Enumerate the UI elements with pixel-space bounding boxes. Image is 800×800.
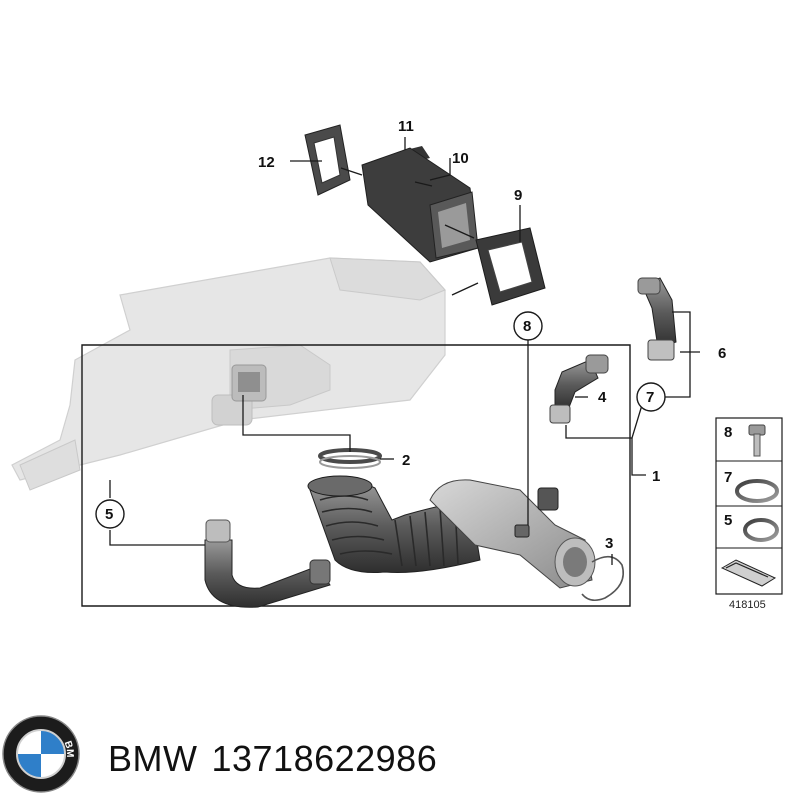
legend-o-ring-7 [735, 479, 779, 503]
bmw-logo: BMW [0, 0, 80, 793]
part-number: 13718622986 [211, 738, 438, 779]
callout-12: 12 [258, 154, 275, 171]
figure-number: 418105 [729, 599, 766, 611]
callout-6: 6 [718, 345, 726, 362]
callout-5: 5 [105, 506, 113, 523]
legend-row-2-label: 7 [724, 469, 732, 486]
callout-11: 11 [398, 118, 414, 135]
callout-7-circle [636, 382, 666, 412]
ghost-housing [11, 257, 446, 491]
part-caption: BMW 13718622986 [108, 738, 437, 780]
callout-9: 9 [514, 187, 522, 204]
callout-10: 10 [452, 150, 469, 167]
legend-row-3-label: 5 [724, 512, 732, 529]
legend-row-1-label: 8 [724, 424, 732, 441]
part-3-clip [581, 555, 624, 602]
part-12-seal [304, 124, 351, 196]
part-5-breather-hose [204, 519, 331, 608]
part-4-hose [549, 354, 609, 424]
callout-3: 3 [605, 535, 613, 552]
callout-7: 7 [646, 389, 654, 406]
legend-panel: 8 7 5 [715, 417, 783, 595]
callout-4: 4 [598, 389, 607, 406]
callout-5-circle [95, 499, 125, 529]
brand-name: BMW [108, 738, 198, 779]
legend-gasket [720, 559, 777, 587]
part-2-ring [318, 448, 382, 469]
callout-1: 1 [652, 468, 660, 485]
part-10-duct [361, 147, 479, 263]
legend-bolt [748, 424, 766, 457]
part-1-intake-hose [307, 475, 596, 589]
legend-o-ring-5 [743, 518, 779, 542]
assembly-frame [81, 344, 631, 607]
bmw-logo-letters: BMW [0, 0, 75, 758]
callout-8: 8 [523, 318, 531, 335]
part-6-hose [637, 277, 677, 361]
leader-lines [109, 137, 700, 565]
callout-2: 2 [402, 452, 410, 469]
part-9-seal [475, 227, 546, 306]
callout-8-circle [513, 311, 543, 341]
